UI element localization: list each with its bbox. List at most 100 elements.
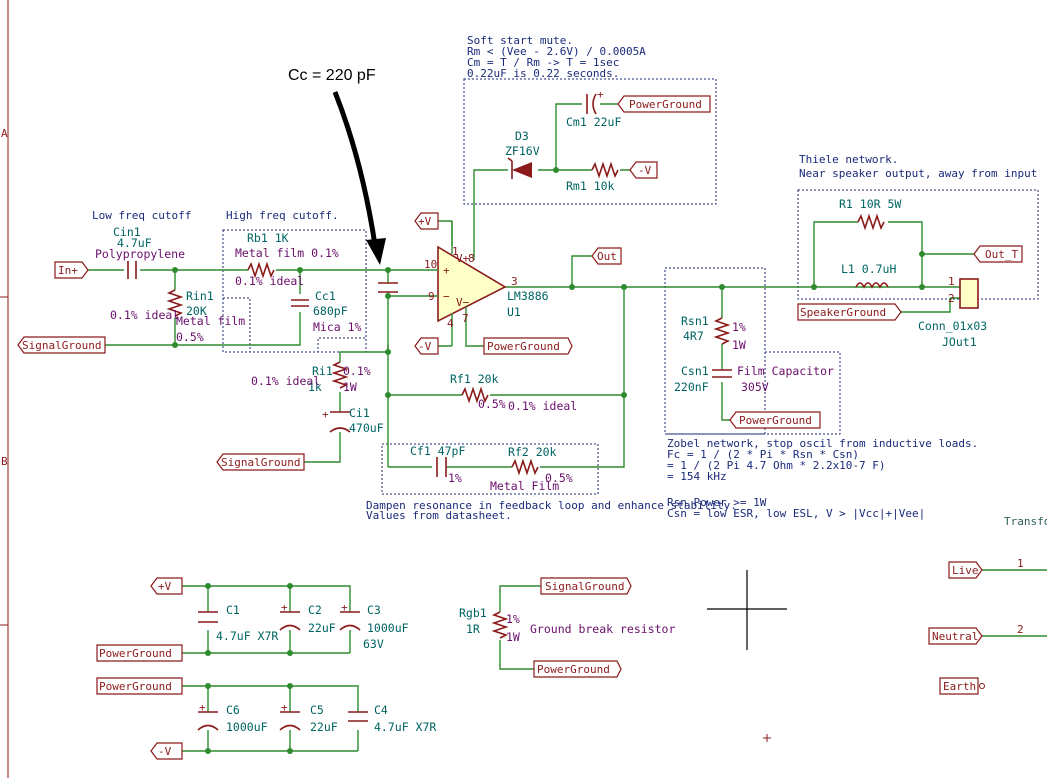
svg-text:1W: 1W: [343, 380, 357, 394]
svg-text:V−: V−: [456, 296, 470, 309]
rb1-resistor: Rb1 1K Metal film 0.1% 0.1% ideal: [235, 231, 339, 288]
svg-text:0.5%: 0.5%: [176, 330, 204, 344]
svg-text:7: 7: [462, 312, 469, 325]
annotation-text: Cc = 220 pF: [288, 67, 376, 84]
svg-text:Rsn Power >= 1W: Rsn Power >= 1W: [667, 496, 767, 509]
c4-capacitor: C4 4.7uF X7R: [348, 703, 436, 734]
svg-text:220nF: 220nF: [674, 380, 709, 394]
svg-text:1%: 1%: [732, 320, 746, 334]
svg-text:Cm1 22uF: Cm1 22uF: [566, 115, 621, 129]
svg-text:4.7uF: 4.7uF: [117, 236, 152, 250]
cc-capacitor: [378, 282, 398, 293]
svg-text:8: 8: [468, 252, 475, 265]
svg-text:Rin1: Rin1: [186, 289, 214, 303]
svg-text:1000uF: 1000uF: [367, 621, 409, 635]
svg-text:Low freq cutoff: Low freq cutoff: [92, 209, 191, 222]
cc1-capacitor: Cc1 680pF Mica 1%: [291, 289, 362, 334]
junctions: [172, 167, 925, 754]
svg-text:4.7uF X7R: 4.7uF X7R: [374, 720, 436, 734]
svg-text:0.1% ideal: 0.1% ideal: [508, 399, 577, 413]
svg-text:Film Capacitor: Film Capacitor: [737, 364, 834, 378]
rf2-resistor: Rf2 20k 0.5% Metal Film: [490, 445, 573, 493]
svg-text:1W: 1W: [732, 338, 746, 352]
svg-text:−: −: [443, 290, 450, 303]
svg-text:Csn1: Csn1: [681, 364, 709, 378]
c5-capacitor: + C5 22uF: [279, 701, 338, 734]
svg-text:Metal film: Metal film: [176, 314, 245, 328]
svg-text:R1 10R 5W: R1 10R 5W: [839, 197, 901, 211]
svg-text:C6: C6: [226, 703, 240, 717]
svg-text:C3: C3: [367, 603, 381, 617]
wires: [88, 103, 1047, 752]
svg-text:U1: U1: [507, 305, 521, 319]
svg-text:20K: 20K: [186, 304, 207, 318]
svg-text:Rm < (Vee - 2.6V) / 0.0005A: Rm < (Vee - 2.6V) / 0.0005A: [467, 45, 646, 58]
svg-text:JOut1: JOut1: [942, 335, 977, 349]
svg-text:+: +: [322, 408, 329, 421]
svg-text:0.5%: 0.5%: [545, 471, 573, 485]
svg-text:2: 2: [948, 292, 955, 305]
net-labels: In+ SignalGround SignalGround +V -V Powe…: [17, 95, 1024, 760]
svg-text:4.7uF X7R: 4.7uF X7R: [216, 629, 278, 643]
svg-text:2: 2: [1017, 623, 1024, 636]
svg-text:Csn = low ESR, low ESL, V > |V: Csn = low ESR, low ESL, V > |Vcc|+|Vee|: [667, 507, 925, 520]
svg-text:Values from datasheet.: Values from datasheet.: [366, 509, 512, 522]
svg-text:+: +: [341, 601, 348, 614]
rgb1-resistor: Rgb1 1R 1% 1W Ground break resistor: [459, 606, 675, 644]
border-row-a: A: [1, 127, 8, 140]
svg-text:Near speaker output, away from: Near speaker output, away from input: [799, 167, 1037, 180]
svg-text:Rb1 1K: Rb1 1K: [247, 231, 289, 245]
svg-text:Thiele network.: Thiele network.: [799, 153, 898, 166]
svg-text:Metal film 0.1%: Metal film 0.1%: [235, 246, 339, 260]
svg-text:V+: V+: [456, 252, 470, 265]
svg-text:4: 4: [447, 317, 454, 330]
svg-text:Rgb1: Rgb1: [459, 606, 487, 620]
svg-text:C2: C2: [308, 603, 322, 617]
svg-text:Mica 1%: Mica 1%: [313, 320, 362, 334]
rsn1-resistor: Rsn1 4R7 1% 1W: [681, 314, 746, 352]
svg-text:Rf2 20k: Rf2 20k: [508, 445, 557, 459]
svg-text:PowerGround: PowerGround: [739, 414, 812, 427]
ri1-resistor: Ri1 1k 0.1% 1W 0.1% ideal: [251, 361, 371, 394]
svg-text:1: 1: [948, 275, 955, 288]
svg-text:1000uF: 1000uF: [226, 720, 268, 734]
sheet-border: A B: [0, 0, 787, 778]
svg-text:22uF: 22uF: [310, 720, 338, 734]
l1-inductor: L1 0.7uH: [841, 262, 896, 289]
d3-zener: D3 ZF16V: [505, 129, 540, 179]
jout1-connector: 1 2 Conn_01x03 JOut1: [918, 275, 987, 349]
svg-text:0.1% ideal: 0.1% ideal: [251, 374, 320, 388]
notes: Soft start mute. Rm < (Vee - 2.6V) / 0.0…: [92, 34, 1047, 528]
svg-text:-V: -V: [418, 340, 432, 353]
svg-text:-V: -V: [638, 164, 652, 177]
rin1-resistor: Rin1 20K 0.1% ideal Metal film 0.5%: [110, 289, 245, 344]
svg-text:C5: C5: [310, 703, 324, 717]
border-row-b: B: [1, 455, 8, 468]
svg-text:+: +: [597, 88, 604, 101]
svg-text:+V: +V: [158, 580, 172, 593]
svg-text:Transfo: Transfo: [1004, 515, 1047, 528]
svg-text:470uF: 470uF: [349, 421, 384, 435]
svg-text:Rf1 20k: Rf1 20k: [450, 372, 499, 386]
svg-text:Dampen resonance in feedback l: Dampen resonance in feedback loop and en…: [366, 499, 737, 512]
c1-capacitor: C1 4.7uF X7R: [198, 603, 278, 643]
svg-text:+: +: [199, 701, 206, 714]
svg-text:3: 3: [511, 275, 518, 288]
svg-text:Conn_01x03: Conn_01x03: [918, 319, 987, 333]
svg-text:+V: +V: [418, 215, 432, 228]
svg-text:10: 10: [424, 258, 437, 271]
svg-text:Polypropylene: Polypropylene: [95, 247, 185, 261]
svg-text:0.1% ideal: 0.1% ideal: [235, 274, 304, 288]
svg-text:1: 1: [452, 245, 459, 258]
svg-text:Neutral: Neutral: [932, 630, 978, 643]
c3-capacitor: + C3 1000uF 63V: [339, 601, 409, 651]
svg-text:Ground break resistor: Ground break resistor: [530, 622, 675, 636]
svg-text:C4: C4: [374, 703, 388, 717]
svg-text:Cm = T / Rm -> T = 1sec: Cm = T / Rm -> T = 1sec: [467, 56, 619, 69]
svg-text:4R7: 4R7: [683, 329, 704, 343]
svg-text:SignalGround: SignalGround: [22, 339, 101, 352]
svg-text:680pF: 680pF: [313, 304, 348, 318]
svg-text:Cin1: Cin1: [113, 225, 141, 239]
svg-text:Out: Out: [597, 250, 617, 263]
